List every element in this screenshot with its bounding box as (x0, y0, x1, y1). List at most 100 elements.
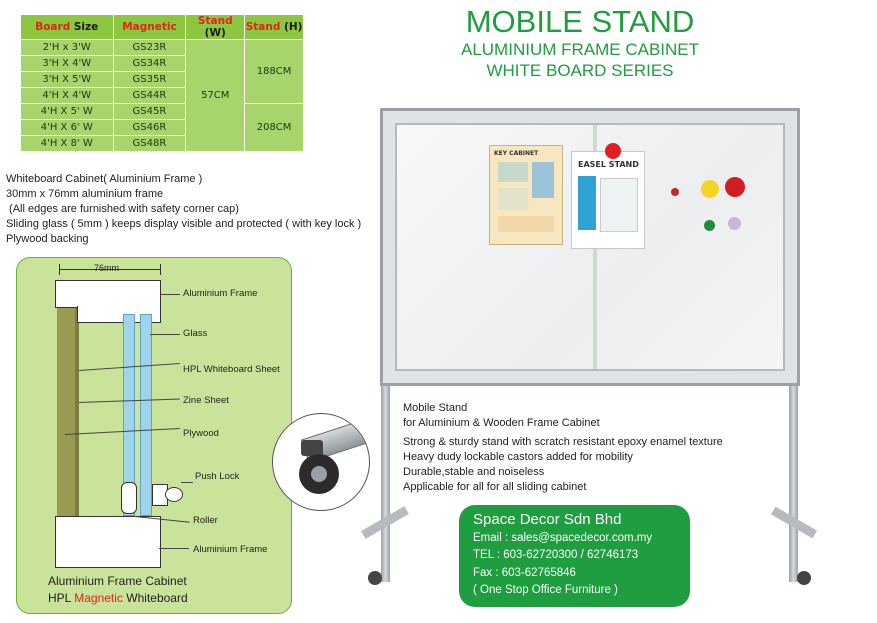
header-stand-h-label: Stand (245, 21, 281, 33)
spec-line: 30mm x 76mm aluminium frame (6, 188, 164, 200)
row-code: GS23R (112, 39, 187, 56)
spec-line: Whiteboard Cabinet( Aluminium Frame ) (6, 173, 203, 185)
table-row: 2'H x 3'W GS23R 57CM 188CM (20, 39, 304, 152)
dimension-line (59, 269, 161, 270)
header-stand-w-label: Stand (197, 15, 233, 27)
label-aluminium-frame-bottom: Aluminium Frame (193, 544, 268, 555)
dimension-tick (59, 264, 60, 275)
cabinet-frame: KEY CABINET EASEL STAND (380, 108, 800, 386)
zine-layer (75, 302, 79, 542)
stand-leg-left (381, 386, 390, 582)
stand-height-cell-1: 188CM (244, 39, 304, 104)
table-row: 4'H X 8' W GS48R (20, 135, 304, 152)
spec-line: (All edges are furnished with safety cor… (6, 203, 239, 215)
company-fax: Fax : 603-62765846 (473, 567, 576, 579)
header-stand-w-unit: (W) (204, 27, 226, 39)
caption-magnetic: Magnetic (74, 591, 123, 605)
mobile-feature: Strong & sturdy stand with scratch resis… (403, 436, 723, 448)
poster-key-cabinet-title: KEY CABINET (494, 150, 539, 157)
header-stand-w: Stand (W) (185, 14, 246, 40)
company-tagline: ( One Stop Office Furniture ) (473, 584, 618, 596)
castor-left (368, 571, 382, 585)
top-frame (55, 280, 161, 308)
header-board-label: Board (35, 21, 71, 33)
stand-leg-right (789, 386, 798, 582)
mobile-feature: Applicable for all for all sliding cabin… (403, 481, 587, 493)
castor-bracket (301, 440, 323, 456)
plywood-layer (57, 302, 75, 542)
label-aluminium-frame-top: Aluminium Frame (183, 288, 258, 299)
label-hpl-whiteboard-sheet: HPL Whiteboard Sheet (183, 364, 280, 375)
row-size: 3'H X 5'W (20, 71, 114, 88)
table-row: 3'H X 4'W GS34R (20, 55, 304, 72)
glass-pane-front (123, 314, 135, 516)
magnet-lavender (728, 217, 741, 230)
magnet-red-large (725, 177, 745, 197)
castor-right (797, 571, 811, 585)
row-code: GS44R (112, 87, 187, 104)
magnet-red (605, 143, 621, 159)
leader-line (159, 548, 189, 549)
table-header-row: Board Size Magnetic Stand (W) Stand (H) (20, 14, 304, 40)
poster-image (498, 216, 554, 232)
title-sub-1: ALUMINIUM FRAME CABINET (460, 40, 700, 59)
header-board-size: Board Size (20, 14, 114, 40)
header-stand-h: Stand (H) (244, 14, 304, 40)
stand-height-cell-2: 208CM (244, 103, 304, 152)
stand-width-cell: 57CM (185, 39, 246, 152)
poster-image (532, 162, 554, 198)
spec-line: Sliding glass ( 5mm ) keeps display visi… (6, 218, 362, 230)
poster-easel-stand: EASEL STAND (571, 151, 645, 249)
castor-hub (311, 466, 327, 482)
poster-key-cabinet: KEY CABINET (489, 145, 563, 245)
size-table: Board Size Magnetic Stand (W) Stand (H) … (20, 14, 304, 152)
row-code: GS35R (112, 71, 187, 88)
diagram-caption-1: Aluminium Frame Cabinet (48, 574, 187, 588)
mobile-stand-heading: Mobile Stand (403, 402, 468, 414)
dimension-tick (160, 264, 161, 275)
header-magnetic-label: Magnetic (122, 21, 177, 33)
poster-image (578, 176, 596, 230)
label-zine-sheet: Zine Sheet (183, 395, 229, 406)
push-lock-knob (165, 487, 183, 502)
row-size: 4'H X 6' W (20, 119, 114, 136)
title-main: MOBILE STAND (465, 4, 695, 39)
diagram-caption-2: HPL Magnetic Whiteboard (48, 591, 188, 605)
bottom-frame (55, 516, 161, 568)
table-row: 4'H X 4'W GS44R (20, 87, 304, 104)
table-row: 4'H X 6' W GS46R (20, 119, 304, 136)
castor-closeup (272, 413, 370, 511)
dimension-label: 76mm (94, 263, 120, 273)
header-stand-h-unit: (H) (284, 21, 303, 33)
row-code: GS34R (112, 55, 187, 72)
row-code: GS48R (112, 135, 187, 152)
poster-image (600, 178, 638, 232)
label-push-lock: Push Lock (195, 471, 240, 482)
row-size: 4'H X 8' W (20, 135, 114, 152)
company-info-box: Space Decor Sdn Bhd Email : sales@spaced… (459, 505, 690, 607)
leader-line (160, 294, 180, 295)
spec-line: Plywood backing (6, 233, 89, 245)
caption-hpl: HPL (48, 591, 75, 605)
roller (121, 482, 137, 514)
row-code: GS45R (112, 103, 187, 120)
row-size: 4'H X 4'W (20, 87, 114, 104)
header-magnetic: Magnetic (112, 14, 187, 40)
company-name: Space Decor Sdn Bhd (473, 511, 622, 528)
row-size: 4'H X 5' W (20, 103, 114, 120)
glass-pane-back (140, 314, 152, 516)
poster-image (498, 188, 528, 210)
magnet-red-small (671, 188, 679, 196)
company-tel: TEL : 603-62720300 / 62746173 (473, 549, 639, 561)
mobile-stand-subheading: for Aluminium & Wooden Frame Cabinet (403, 417, 600, 429)
caption-whiteboard: Whiteboard (122, 591, 188, 605)
mobile-feature: Durable,stable and noiseless (403, 466, 545, 478)
magnet-yellow (701, 180, 719, 198)
whiteboard-surface: KEY CABINET EASEL STAND (395, 123, 785, 371)
magnet-green (704, 220, 715, 231)
poster-easel-stand-title: EASEL STAND (578, 160, 639, 169)
cross-section-diagram: 76mm Aluminium Frame Glass HPL Whiteboar… (16, 257, 292, 614)
row-size: 3'H X 4'W (20, 55, 114, 72)
mobile-feature: Heavy dudy lockable castors added for mo… (403, 451, 633, 463)
leader-line (181, 482, 193, 483)
